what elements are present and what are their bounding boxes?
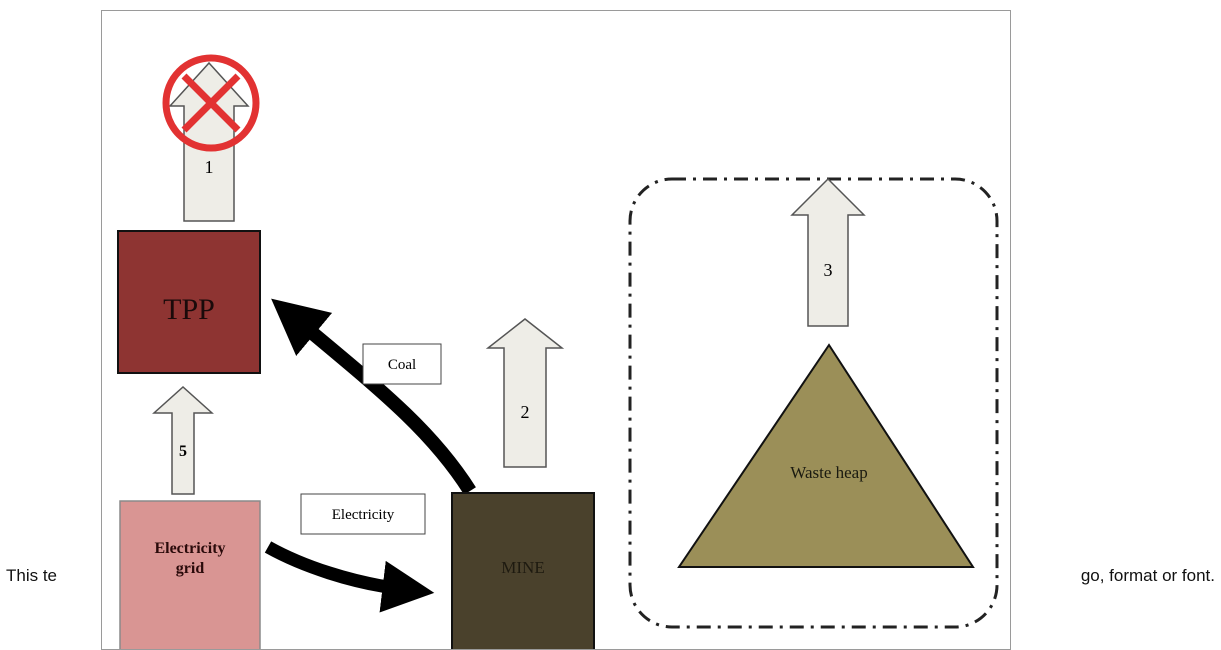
coal-flow-arrow [271,298,476,495]
electricity-flow-arrow [264,541,435,613]
arrow-1-label: 1 [205,157,214,177]
emission-arrow-5: 5 [152,385,214,495]
tpp-label: TPP [163,293,215,326]
emission-arrow-2: 2 [485,318,565,468]
background-text-left: This te [6,566,58,585]
electricity-label-box: Electricity [300,493,426,535]
coal-label: Coal [388,357,416,373]
electricity-grid-label-line2: grid [176,560,205,577]
mine-label: MINE [501,558,544,577]
waste-heap-label: Waste heap [790,463,867,482]
prohibited-icon [162,54,260,152]
mine-node: MINE [451,492,595,649]
diagram-frame: 1 TPP 5 Electricity grid Coal [101,10,1011,650]
electricity-label: Electricity [332,507,395,523]
electricity-grid-node: Electricity grid [119,500,261,649]
coal-label-box: Coal [362,343,442,385]
emission-arrow-3: 3 [790,177,866,327]
background-text-right: go, format or font. [1080,566,1215,585]
arrow-2-label: 2 [521,402,530,422]
waste-heap-node: Waste heap [677,343,975,568]
arrow-5-label: 5 [179,443,187,460]
tpp-node: TPP [117,230,261,374]
arrow-3-label: 3 [824,260,833,280]
diagram-canvas: 1 TPP 5 Electricity grid Coal [117,54,999,649]
waste-heap-boundary [628,177,999,629]
electricity-grid-label-line1: Electricity [154,540,225,557]
